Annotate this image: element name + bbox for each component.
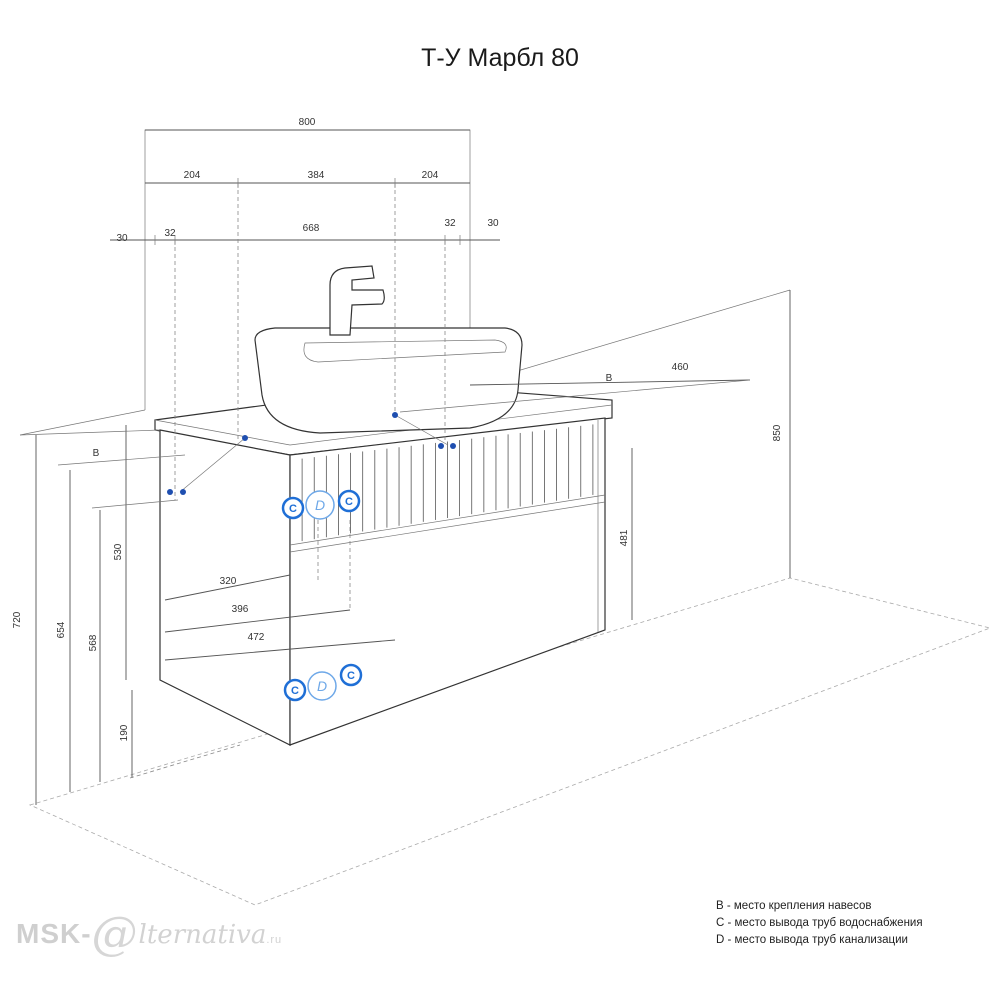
dim-654: 654 (56, 621, 67, 638)
marker-c-lower-right (339, 663, 363, 687)
sink-rim (303, 339, 507, 363)
dim-30-right: 30 (487, 218, 499, 229)
floor-ref-190 (129, 744, 241, 779)
dim-32-right: 32 (444, 218, 456, 229)
sink-basin (254, 327, 523, 434)
drawer-divider (289, 494, 606, 546)
watermark-at-icon: @ (91, 906, 139, 960)
dim-line-320 (164, 574, 291, 601)
dim-30-left: 30 (116, 233, 128, 244)
mount-point-3 (180, 489, 186, 495)
dim-530: 530 (113, 543, 124, 560)
mount-point-2 (167, 489, 173, 495)
mount-point-6 (450, 443, 456, 449)
dim-384: 384 (308, 170, 325, 181)
cabinet-front (289, 417, 606, 746)
faucet (329, 265, 385, 336)
watermark-rest: lternativa (138, 920, 267, 950)
marker-d-lower (307, 671, 337, 701)
dim-460: 460 (672, 362, 689, 373)
marker-b-right: B (606, 373, 613, 384)
marker-c-upper-left (281, 496, 305, 520)
marker-d-upper-label: D (315, 497, 325, 513)
leader-b-left (179, 437, 246, 493)
dim-line-b-right (399, 379, 751, 413)
marker-c-lower-left-label: C (291, 685, 299, 697)
dim-396: 396 (232, 604, 249, 615)
dim-568: 568 (88, 634, 99, 651)
dim-850: 850 (772, 424, 783, 441)
mount-point-5 (438, 443, 444, 449)
dim-472: 472 (248, 632, 265, 643)
marker-c-upper-right (337, 489, 361, 513)
dim-190: 190 (119, 724, 130, 741)
legend: B - место крепления навесов C - место вы… (716, 898, 923, 949)
marker-d-lower-label: D (317, 678, 327, 694)
marker-b-left: B (93, 448, 100, 459)
dim-481: 481 (619, 529, 630, 546)
dim-668: 668 (303, 223, 320, 234)
legend-b: B - место крепления навесов (716, 900, 872, 912)
markers-upper: C D C (281, 489, 361, 520)
ref-b-left (57, 454, 186, 466)
mount-point-1 (242, 435, 248, 441)
mount-point-4 (392, 412, 398, 418)
watermark-prefix: MSK- (16, 918, 92, 949)
dim-line-396 (164, 609, 351, 633)
marker-c-upper-right-label: C (345, 496, 353, 508)
marker-c-upper-left-label: C (289, 503, 297, 515)
wall-left-line (19, 409, 146, 436)
fluted-panel (301, 424, 594, 542)
dim-800: 800 (299, 117, 316, 128)
drawer-divider-2 (289, 501, 606, 553)
dim-720: 720 (12, 611, 23, 628)
markers-lower: C D C (283, 663, 363, 702)
legend-c: C - место вывода труб водоснабжения (716, 917, 923, 929)
dim-204-left: 204 (184, 170, 201, 181)
dim-320: 320 (220, 576, 237, 587)
watermark-logo: MSK-@lternativa.ru (16, 906, 282, 960)
diagram-title: Т-У Марбл 80 (421, 44, 579, 72)
dim-line-460 (469, 379, 751, 386)
dim-line-472 (164, 639, 396, 661)
legend-d: D - место вывода труб канализации (716, 934, 908, 946)
marker-c-lower-right-label: C (347, 670, 355, 682)
ref-568-top (91, 499, 179, 509)
leader-b-right (394, 414, 449, 446)
marker-d-upper (305, 490, 335, 520)
dim-204-right: 204 (422, 170, 439, 181)
ref-720-top (19, 429, 161, 436)
countertop-edge (154, 419, 291, 446)
watermark-domain: .ru (266, 934, 283, 946)
cabinet-side (159, 429, 291, 746)
wall-ceiling-line (469, 289, 791, 386)
marker-c-lower-left (283, 678, 307, 702)
dim-32-left: 32 (164, 228, 176, 239)
